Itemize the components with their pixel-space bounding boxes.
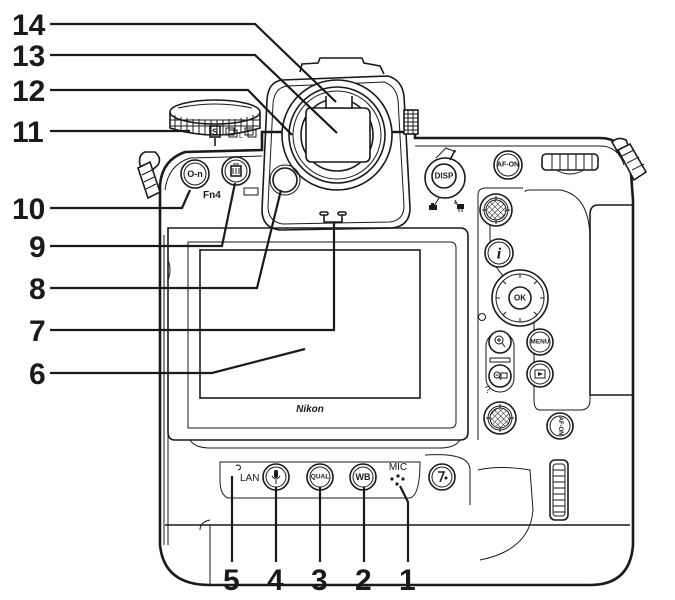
lcd-monitor-frame <box>167 227 469 449</box>
qual-label: QUAL <box>311 474 329 481</box>
playback-button[interactable] <box>526 360 554 388</box>
release-mode-l-label: L <box>239 133 243 140</box>
wb-button[interactable]: WB <box>349 463 377 491</box>
lan-label: LAN <box>240 473 259 484</box>
af-on-vertical-label: AF-ON <box>557 417 563 436</box>
memory-card-lamp <box>478 313 486 321</box>
af-on-button[interactable]: AF-ON <box>493 150 523 180</box>
disp-label: DISP <box>435 172 454 181</box>
callout-8: 8 <box>29 273 46 306</box>
protect-fn4-button[interactable]: O-n <box>180 159 210 189</box>
info-label: i <box>497 246 502 263</box>
lan-indicator: LAN <box>235 464 259 484</box>
info-button[interactable]: i <box>484 238 514 268</box>
zoom-in-icon <box>494 335 506 348</box>
right-strap-lug <box>611 137 648 182</box>
menu-button[interactable]: MENU <box>526 328 554 356</box>
af-on-label: AF-ON <box>497 162 519 169</box>
ok-label: OK <box>514 294 526 303</box>
zoom-out-icon <box>493 371 508 381</box>
rating-button[interactable] <box>428 463 456 491</box>
callout-11: 11 <box>12 116 44 149</box>
ok-button[interactable]: OK <box>508 286 532 310</box>
eyepiece-side-button[interactable] <box>272 167 298 193</box>
voice-memo-button[interactable] <box>262 463 290 491</box>
qual-button[interactable]: QUAL <box>306 463 334 491</box>
af-on-vertical-button[interactable]: AF-ON <box>546 412 574 440</box>
callout-2: 2 <box>355 564 372 597</box>
release-mode-s-label: S <box>212 127 218 137</box>
zoom-out-button[interactable] <box>488 364 512 388</box>
callout-4: 4 <box>267 564 284 597</box>
callout-10: 10 <box>12 193 45 226</box>
disp-button[interactable]: DISP <box>431 163 457 189</box>
callout-numbers: 14 13 12 11 10 9 8 7 6 5 4 3 2 1 <box>12 9 416 597</box>
callout-7: 7 <box>29 315 46 348</box>
camera-icon <box>429 203 437 210</box>
zoom-in-button[interactable] <box>488 330 512 354</box>
callout-9: 9 <box>29 231 46 264</box>
callout-12: 12 <box>12 75 45 108</box>
sub-selector[interactable] <box>479 193 513 227</box>
main-command-dial[interactable] <box>541 153 599 175</box>
mic-label: MIC <box>389 462 407 473</box>
wb-label: WB <box>356 472 371 482</box>
callout-13: 13 <box>12 40 45 73</box>
callout-6: 6 <box>29 358 46 391</box>
video-icon <box>454 202 464 212</box>
callout-5: 5 <box>223 564 240 597</box>
release-mode-dial[interactable]: S L <box>169 99 261 146</box>
leader-lines <box>50 22 410 562</box>
menu-label: MENU <box>530 339 549 346</box>
play-icon <box>534 369 546 379</box>
lcd-monitor[interactable] <box>199 249 421 399</box>
vertical-command-dial[interactable] <box>549 459 569 521</box>
callout-1: 1 <box>399 564 416 597</box>
fn4-label: Fn4 <box>203 190 221 201</box>
rating-icon <box>438 471 448 483</box>
microphone-icon <box>271 470 281 484</box>
callout-3: 3 <box>311 564 328 597</box>
control-panel-edge <box>477 187 523 440</box>
sub-selector-vertical[interactable] <box>483 401 517 435</box>
protect-key-icon: O-n <box>187 169 203 179</box>
callout-14: 14 <box>12 9 46 42</box>
brand-logo: Nikon <box>296 404 324 415</box>
viewfinder-eyepiece <box>305 107 371 163</box>
help-label: ? <box>485 385 491 396</box>
microphone: MIC <box>389 462 407 486</box>
ambient-light-sensors <box>319 211 347 223</box>
delete-button[interactable] <box>221 156 251 186</box>
format-icon <box>243 187 259 196</box>
eye-sensor <box>325 96 353 109</box>
left-strap-lug <box>137 151 161 200</box>
